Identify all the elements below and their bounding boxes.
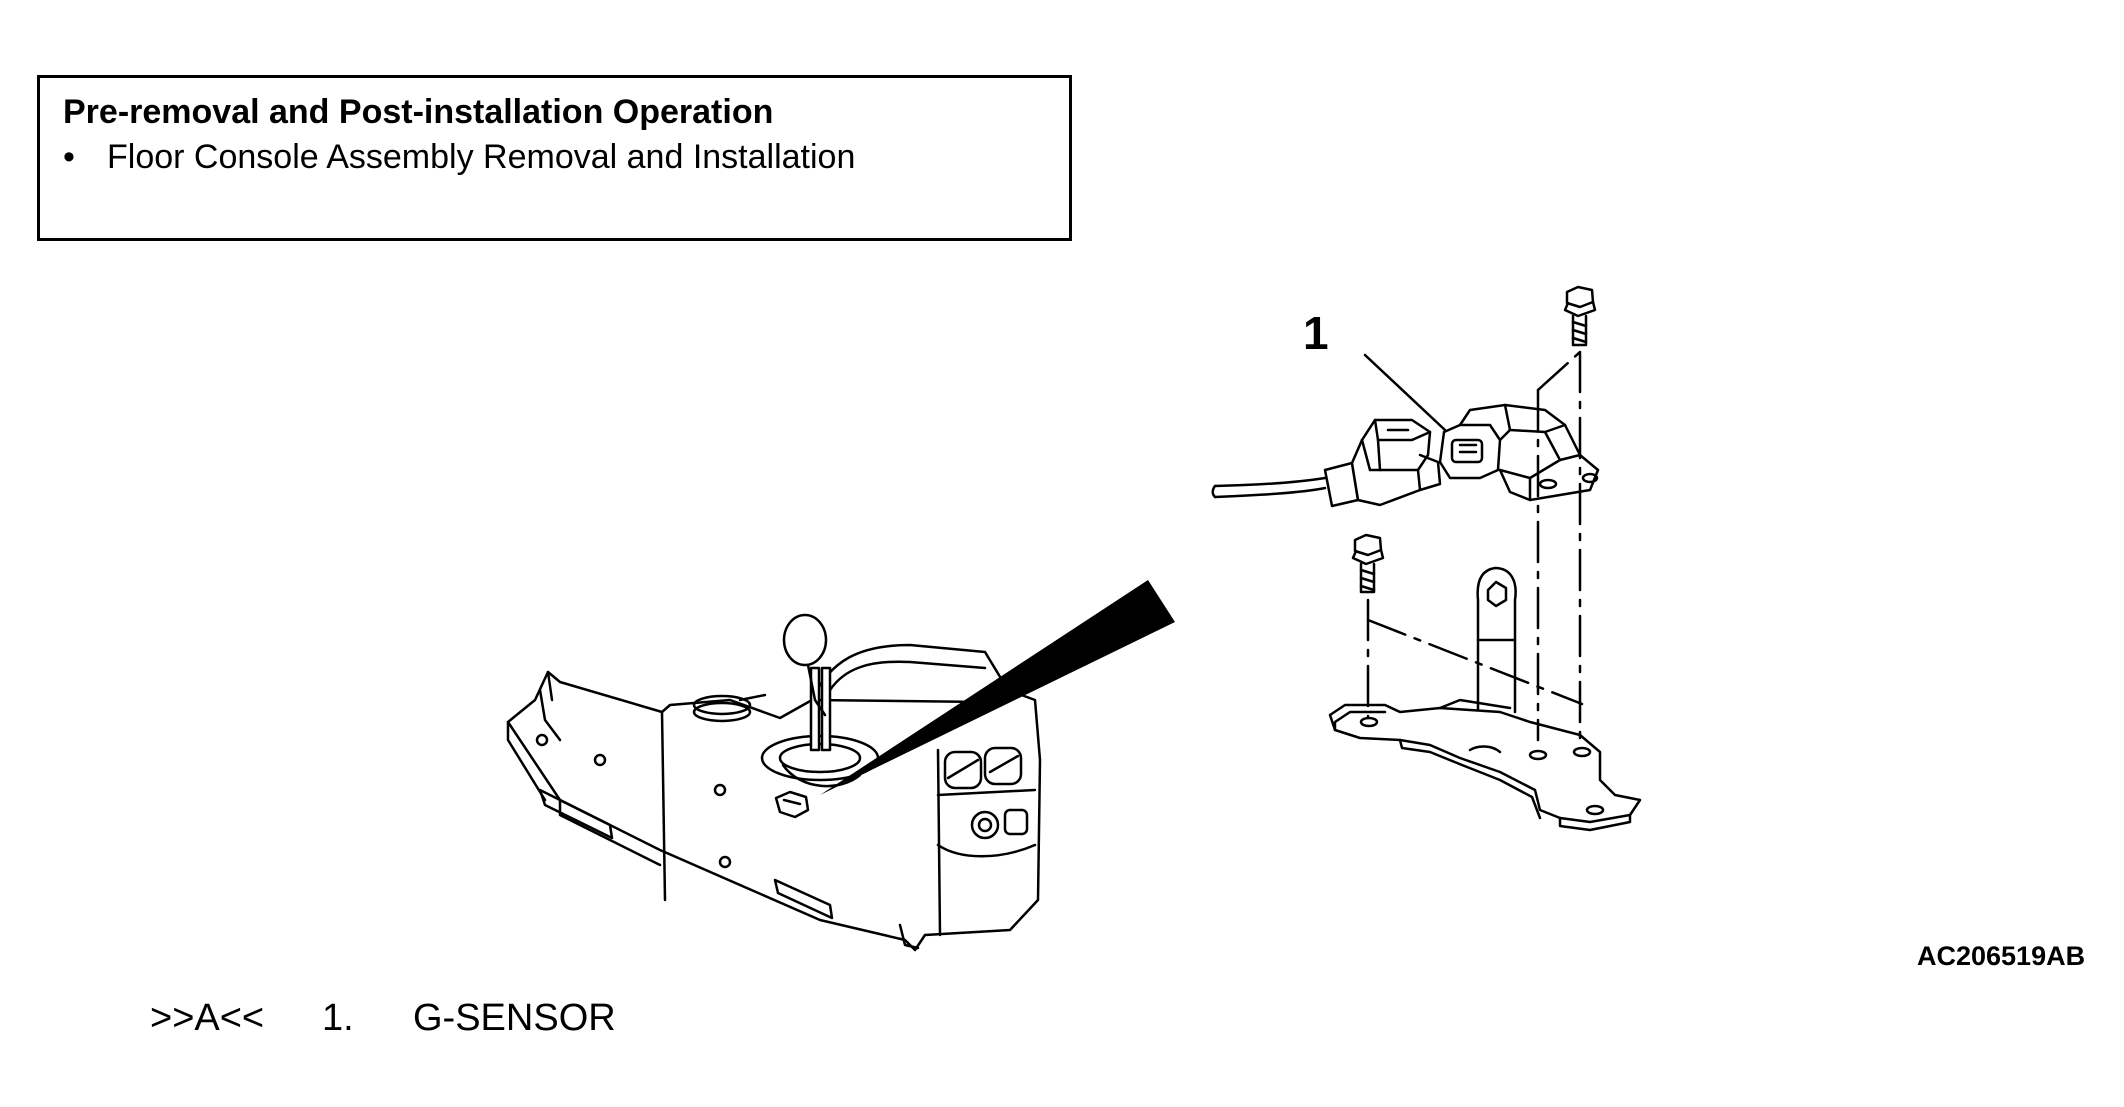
- operation-box: Pre-removal and Post-installation Operat…: [37, 75, 1072, 241]
- operation-item: • Floor Console Assembly Removal and Inst…: [63, 138, 855, 177]
- callout-leader-line: [1363, 353, 1447, 432]
- bullet-icon: •: [63, 138, 75, 176]
- location-pointer: [820, 580, 1175, 795]
- g-sensor-drawing: [1438, 403, 1600, 502]
- assembly-lines: [1366, 350, 1584, 742]
- bracket-drawing: [1328, 566, 1642, 832]
- operation-title: Pre-removal and Post-installation Operat…: [63, 93, 774, 131]
- bolt-upper-drawing: [1563, 285, 1597, 347]
- legend-item-name: G-SENSOR: [413, 997, 616, 1039]
- floor-console-drawing: [506, 613, 1042, 952]
- legend-item-number: 1.: [322, 997, 354, 1039]
- operation-item-text: Floor Console Assembly Removal and Insta…: [107, 138, 856, 176]
- callout-number: 1: [1303, 307, 1329, 359]
- figure-code: AC206519AB: [1917, 941, 2086, 971]
- harness-connector-drawing: [1211, 418, 1442, 508]
- bolt-lower-drawing: [1351, 533, 1385, 594]
- legend-ref-mark: >>A<<: [150, 997, 265, 1039]
